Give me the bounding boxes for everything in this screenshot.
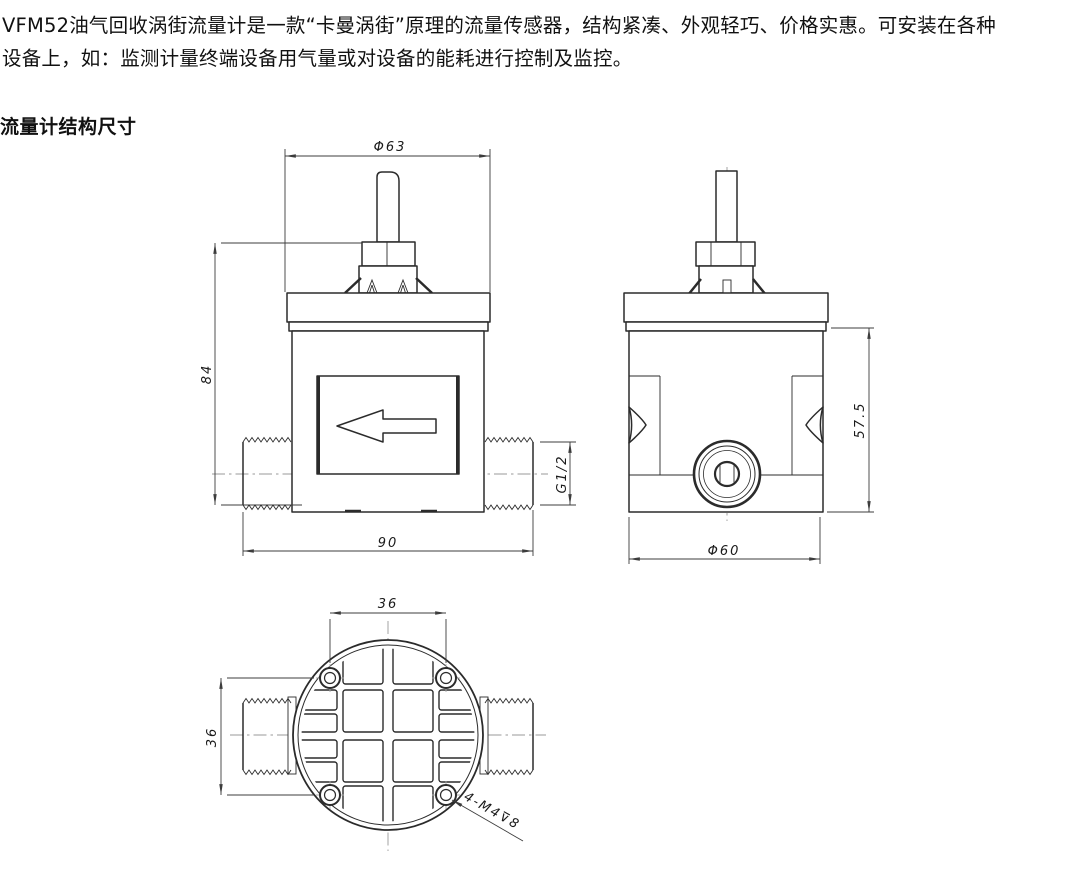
nut-adapter-side [687,265,767,296]
screw-spec-callout: 4-M4⊽8 [451,789,524,842]
dim-text-side-height: 57.5 [853,402,868,439]
intro-line-2: 设备上，如：监测计量终端设备用气量或对设备的能耗进行控制及监控。 [2,47,633,70]
dim-text-hole-spacing-x: 36 [378,597,399,612]
dim-text-front-height: 84 [200,364,215,385]
flange-cap-side [623,292,829,332]
face-inner-rim [297,644,479,826]
dim-hole-spacing-vertical: 36 [205,677,314,796]
left-threaded-nipple [242,436,292,511]
sensor-stem-side [715,170,738,243]
flow-notch-right-icon [805,406,824,444]
screw-hole [432,781,460,809]
dim-side-height: 57.5 [827,327,874,513]
hex-nut [361,241,416,267]
screw-hole [316,664,344,692]
screw-hole [316,781,344,809]
dim-front-height: 84 [200,242,362,506]
screw-spec-text: 4-M4⊽8 [461,789,523,833]
label-plate [316,375,460,475]
screw-holes [316,664,460,809]
dim-text-hole-spacing-y: 36 [205,727,220,748]
face-outer-rim [292,639,484,831]
dim-text-front-diameter: Φ63 [374,140,407,155]
flow-notch-left-icon [628,406,647,444]
threaded-port-boss [692,439,762,509]
front-view-drawing: Φ63 84 90 G1/2 [200,140,576,556]
side-recesses [628,375,824,476]
product-intro-paragraph: VFM52油气回收涡街流量计是一款“卡曼涡街”原理的流量传感器，结构紧凑、外观轻… [2,9,1080,75]
dim-thread-size: G1/2 [540,441,576,506]
flange-cap [286,292,491,332]
dim-front-length: 90 [242,510,534,556]
dim-hole-spacing-horizontal: 36 [329,597,447,663]
dim-front-diameter: Φ63 [284,140,491,292]
sensor-stem [376,171,400,243]
dim-side-diameter: Φ60 [628,517,821,564]
dim-text-side-diameter: Φ60 [708,544,741,559]
dim-text-front-length: 90 [378,536,399,551]
section-title: 流量计结构尺寸 [0,116,137,138]
nut-adapter [344,265,433,294]
right-threaded-nipple [484,436,534,511]
top-left-threaded-nipple [242,696,297,776]
screw-hole [432,664,460,692]
top-view-drawing: 36 36 4-M4⊽8 [205,597,546,851]
side-view-drawing: 57.5 Φ60 [623,167,874,564]
top-right-threaded-nipple [479,696,534,776]
hex-nut-side [695,241,756,267]
flow-direction-arrow-icon [336,409,437,443]
intro-line-1: VFM52油气回收涡街流量计是一款“卡曼涡街”原理的流量传感器，结构紧凑、外观轻… [2,14,996,37]
dim-text-thread-size: G1/2 [555,455,570,494]
